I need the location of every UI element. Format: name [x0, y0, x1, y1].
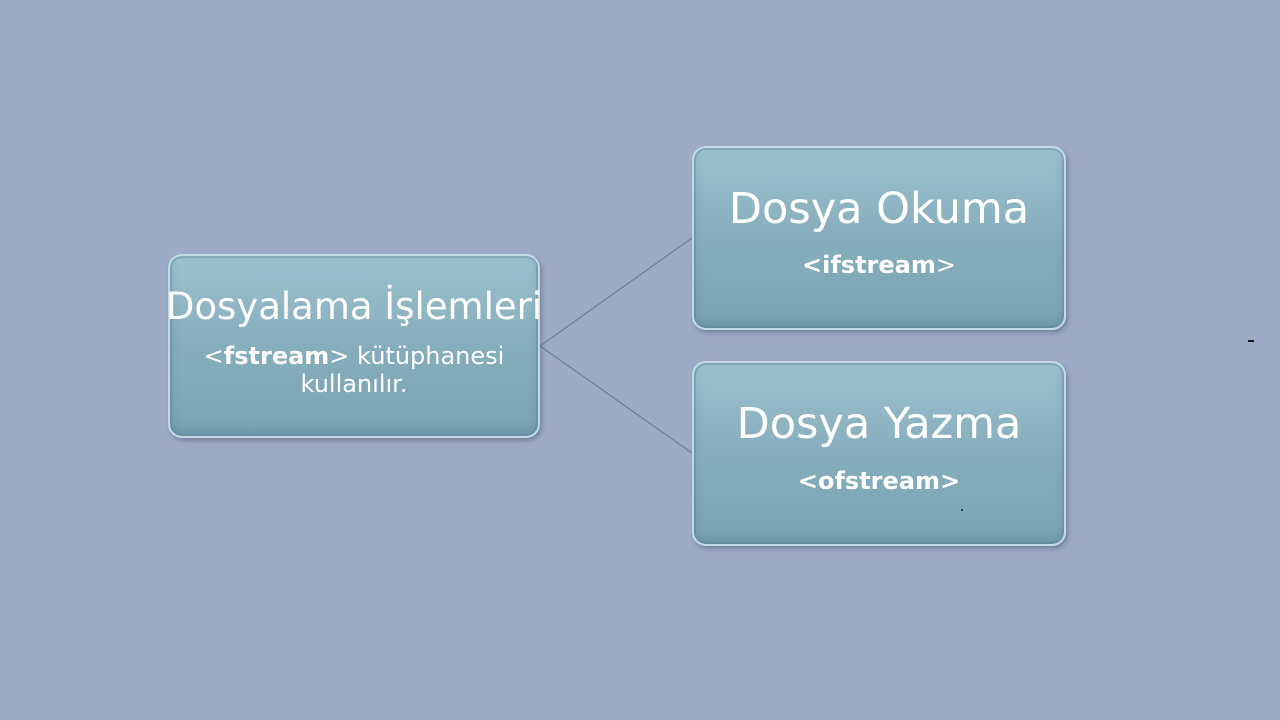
read-node-title: Dosya Okuma — [728, 183, 1030, 234]
stray-dash-mark — [1248, 340, 1254, 342]
write-node: Dosya Yazma <ofstream> — [692, 361, 1066, 546]
root-sub-suffix: > kütüphanesi — [329, 342, 505, 371]
write-node-subtitle: <ofstream> — [798, 467, 960, 496]
stray-dot-mark — [961, 509, 963, 511]
read-node: Dosya Okuma <ifstream> — [692, 146, 1066, 330]
read-node-subtitle: <ifstream> — [802, 251, 956, 280]
root-sub-line2: kullanılır. — [300, 370, 408, 399]
root-sub-bold: fstream — [223, 342, 330, 371]
write-sub-bold: <ofstream> — [797, 466, 961, 495]
read-sub-bold: <ifstream — [802, 251, 936, 280]
root-node-subtitle: <fstream> kütüphanesi kullanılır. — [204, 342, 505, 399]
root-node-title: Dosyalama İşlemleri — [165, 285, 543, 329]
write-node-title: Dosya Yazma — [736, 399, 1022, 450]
read-sub-suffix: > — [935, 251, 956, 280]
connector-root-to-read — [539, 237, 693, 347]
root-sub-prefix: < — [203, 342, 224, 371]
connector-root-to-write — [539, 345, 693, 454]
root-node: Dosyalama İşlemleri <fstream> kütüphanes… — [165, 254, 543, 438]
